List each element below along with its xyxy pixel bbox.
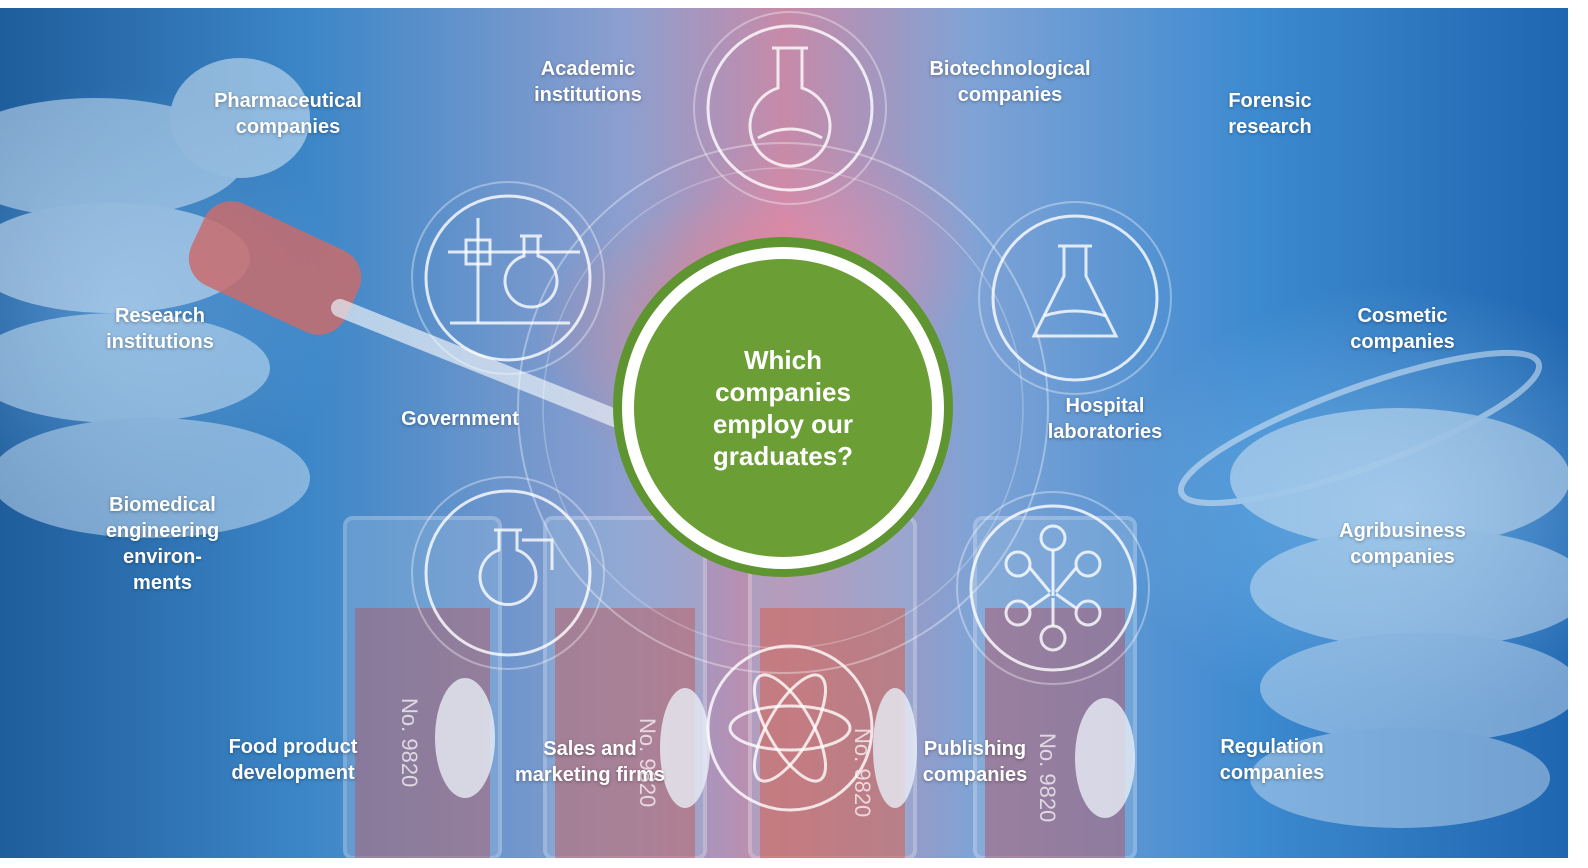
label-forensic: Forensic research [1228, 90, 1312, 138]
label-biomedical: Biomedical engineering environ- ments [105, 494, 220, 594]
lab-illustration: No. 9820 No. 9820 No. 9820 No. 9820 [0, 11, 1568, 858]
center-badge: Which companies employ our graduates? [634, 259, 932, 557]
label-pharmaceutical: Pharmaceutical companies [214, 90, 362, 138]
gloved-hand-left [0, 58, 310, 538]
erlenmeyer-flask-icon [978, 201, 1172, 395]
test-tube-label: No. 9820 [397, 698, 422, 787]
hero-background: No. 9820 No. 9820 No. 9820 No. 9820 [0, 8, 1568, 858]
label-academic: Academic institutions [534, 58, 642, 106]
lab-stand-icon [411, 181, 605, 375]
label-cosmetic: Cosmetic companies [1350, 305, 1455, 353]
label-agribusiness: Agribusiness companies [1339, 520, 1466, 568]
center-question: Which companies employ our graduates? [712, 345, 854, 471]
label-government: Government [401, 408, 519, 430]
label-publishing: Publishing companies [922, 738, 1028, 786]
distillation-flask-icon [411, 476, 605, 670]
atom-icon [706, 644, 874, 812]
test-tube-label: No. 9820 [1035, 733, 1060, 822]
label-hospital: Hospital laboratories [1047, 395, 1163, 443]
label-research: Research institutions [106, 305, 214, 353]
label-sales: Sales and marketing firms [514, 738, 666, 786]
label-regulation: Regulation companies [1219, 736, 1325, 784]
molecule-icon [956, 491, 1150, 685]
label-biotech: Biotechnological companies [929, 58, 1091, 106]
gloved-hand-right [1177, 349, 1568, 828]
round-flask-icon [693, 11, 887, 205]
test-tube-label: No. 9820 [635, 718, 660, 807]
label-food: Food product development [228, 736, 358, 784]
pipette [188, 201, 649, 437]
